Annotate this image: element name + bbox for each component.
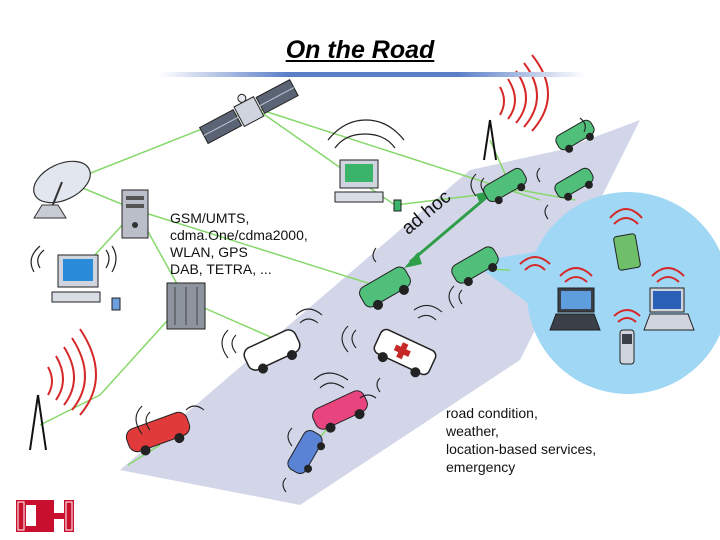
laptop-icon: [549, 267, 601, 331]
dish-antenna-icon: [33, 160, 91, 219]
switch-cabinet-icon: [166, 282, 206, 330]
road: [120, 120, 640, 505]
service-item: emergency: [446, 459, 516, 475]
car-icon: [312, 390, 368, 433]
desktop-computer-icon: [327, 119, 405, 212]
technology-item: GSM/UMTS,: [170, 210, 250, 226]
service-item: location-based services,: [446, 441, 597, 457]
car-signal-waves: [135, 117, 586, 493]
cell-tower-icon: [29, 328, 97, 451]
server-icon: [121, 189, 149, 239]
title-underline-rule: [160, 72, 585, 77]
car-icon: [554, 167, 594, 201]
ambulance-icon: [373, 328, 437, 378]
services-list: road condition, weather, location-based …: [446, 404, 596, 476]
technology-item: cdma.One/cdma2000,: [170, 227, 308, 243]
car-icon: [287, 430, 326, 474]
service-item: road condition,: [446, 405, 538, 421]
service-item: weather,: [446, 423, 499, 439]
car-icon: [125, 411, 191, 456]
technology-item: WLAN, GPS: [170, 244, 248, 260]
technology-list: GSM/UMTS, cdma.One/cdma2000, WLAN, GPS D…: [170, 210, 308, 278]
car-icon: [451, 246, 499, 287]
satellite-icon: [198, 78, 299, 145]
university-logo-icon: [16, 500, 74, 532]
wifi-signal-icon: [519, 256, 551, 271]
car-icon: [483, 167, 527, 205]
technology-item: DAB, TETRA, ...: [170, 261, 272, 277]
car-icon: [359, 266, 411, 310]
car-icon: [555, 119, 595, 153]
cell-tower-icon: [483, 54, 549, 161]
device-bubble: [527, 192, 720, 394]
pda-icon: [609, 208, 643, 271]
mobile-phone-icon: [613, 309, 641, 365]
desktop-computer-icon: [30, 245, 121, 311]
slide-title: On the Road: [285, 36, 435, 64]
laptop-icon: [643, 267, 695, 331]
car-icon: [243, 329, 301, 374]
